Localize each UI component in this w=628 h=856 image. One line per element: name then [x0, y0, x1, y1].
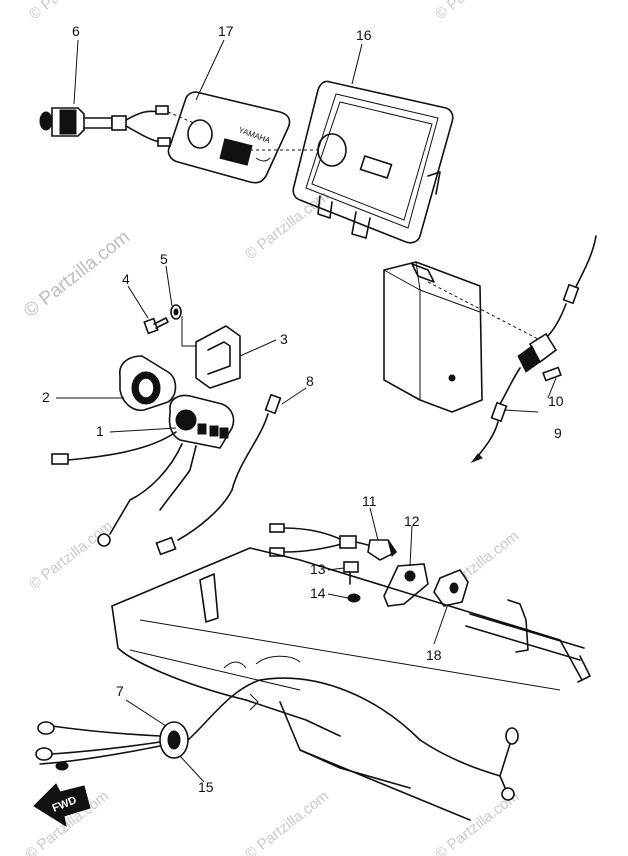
watermark-text: © Partzilla.com: [26, 518, 116, 594]
callout-9: 9: [554, 425, 562, 441]
callout-16: 16: [356, 27, 372, 43]
panel-brand-text: YAMAHA: [237, 125, 272, 145]
callout-12: 12: [404, 513, 420, 529]
part-3-bracket: [181, 316, 241, 389]
callout-8: 8: [306, 373, 314, 389]
battery-box: [383, 261, 483, 413]
callout-13: 13: [310, 561, 326, 577]
part-6-switch: [39, 105, 197, 147]
part-12-plate: [383, 563, 429, 607]
part-8-wire: [155, 393, 282, 556]
callout-14: 14: [310, 585, 326, 601]
callout-6: 6: [72, 23, 80, 39]
callout-labels: 6 17 16 5 4 3 2 1 8 10 9 11 12 13 14 18 …: [42, 23, 564, 795]
part-13-screw: [343, 561, 359, 585]
callout-11: 11: [362, 493, 377, 509]
callout-1: 1: [96, 423, 104, 439]
callout-15: 15: [198, 779, 214, 795]
part-14-washer: [347, 593, 361, 603]
watermark-text: © Partzilla.com: [26, 0, 116, 23]
part-18-holder: [433, 569, 591, 683]
part-17-panel: YAMAHA: [167, 91, 291, 184]
callout-7: 7: [116, 683, 124, 699]
part-5-washer: [170, 304, 182, 320]
callout-10: 10: [548, 393, 564, 409]
watermark-text: © Partzilla.com: [20, 227, 134, 322]
callout-18: 18: [426, 647, 442, 663]
callout-17: 17: [218, 23, 234, 39]
part-10-fuse: [542, 366, 562, 382]
callout-3: 3: [280, 331, 288, 347]
part-11-switch-lead: [269, 523, 398, 561]
watermark-text: © Partzilla.com: [242, 788, 332, 856]
watermark-text: © Partzilla.com: [432, 0, 522, 23]
part-7-harness: [35, 677, 519, 801]
part-2-clamp: [119, 355, 177, 412]
part-9-fuse-holder: [427, 235, 597, 464]
part-4-bolt: [143, 317, 169, 335]
leader-lines: [56, 39, 557, 783]
callout-4: 4: [122, 271, 130, 287]
fwd-arrow-icon: FWD: [33, 783, 91, 828]
part-16-cover: [250, 80, 454, 244]
callout-2: 2: [42, 389, 50, 405]
part-15-grommet: [159, 721, 189, 759]
callout-5: 5: [160, 251, 168, 267]
bottom-cowling: [111, 547, 583, 821]
watermark-text: © Partzilla.com: [242, 188, 332, 264]
part-1-relay: [51, 394, 235, 547]
